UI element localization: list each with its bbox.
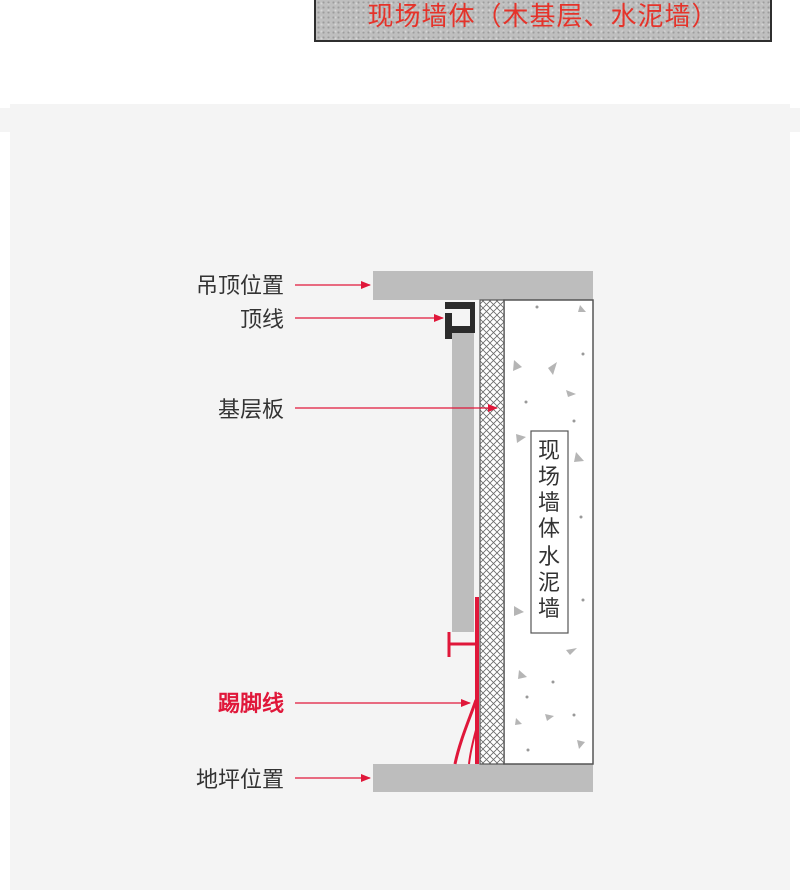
label-base-board: 基层板 bbox=[218, 398, 284, 423]
panel-corner-right bbox=[778, 108, 800, 132]
label-ceiling: 吊顶位置 bbox=[196, 274, 284, 299]
wall-label-box bbox=[530, 430, 569, 634]
floor-slab bbox=[373, 764, 593, 792]
base-board bbox=[452, 332, 474, 632]
wall-label-line-1: 现场墙体 bbox=[538, 439, 560, 542]
skirting-profile bbox=[447, 597, 479, 765]
top-molding-profile bbox=[445, 302, 475, 339]
label-skirting: 踢脚线 bbox=[218, 691, 284, 717]
wall-label-line-2: 水泥墙 bbox=[538, 545, 560, 622]
label-floor: 地坪位置 bbox=[196, 768, 284, 793]
banner-title: 现场墙体（木基层、水泥墙） bbox=[367, 2, 719, 32]
diagram-panel bbox=[10, 104, 790, 890]
label-top-molding: 顶线 bbox=[240, 308, 284, 333]
panel-corner-left bbox=[0, 108, 20, 132]
ceiling-slab bbox=[373, 271, 593, 300]
hatched-layer bbox=[479, 299, 505, 765]
title-banner: 现场墙体（木基层、水泥墙） bbox=[314, 0, 772, 42]
